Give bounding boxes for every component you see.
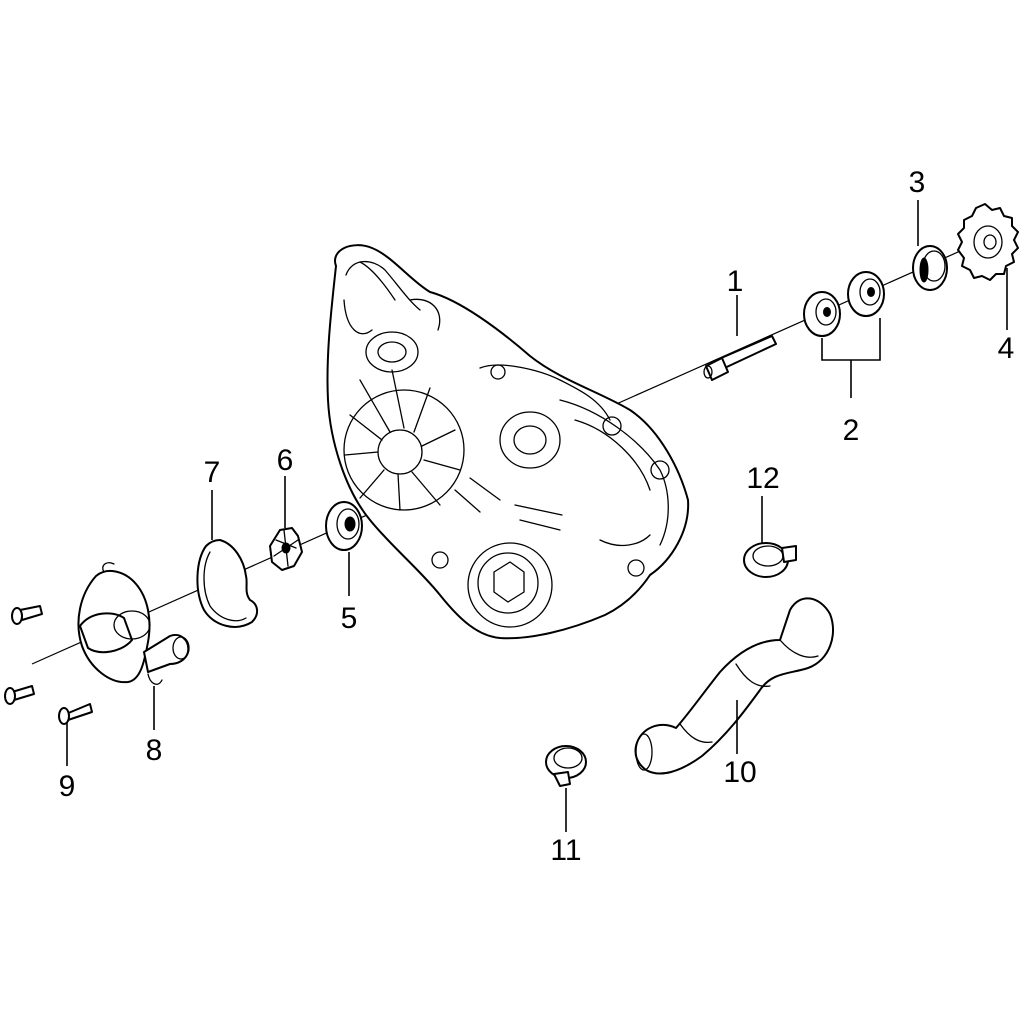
- callout-2: 2: [843, 414, 860, 447]
- callout-12: 12: [746, 462, 779, 495]
- callout-5: 5: [341, 602, 358, 635]
- part-7-gasket: [196, 539, 258, 628]
- part-6-impeller: [269, 527, 303, 571]
- part-2-bearings: [803, 271, 885, 337]
- part-8-water-pump-cover: [77, 562, 190, 685]
- leader-line-2: [821, 318, 881, 398]
- part-10-coolant-hose: [634, 597, 834, 775]
- callout-8: 8: [146, 734, 163, 767]
- callout-7: 7: [204, 456, 221, 489]
- part-12-hose-clamp: [743, 542, 797, 578]
- part-4-drive-gear: [957, 203, 1019, 281]
- part-9-bolts: [4, 605, 93, 725]
- callout-10: 10: [723, 756, 756, 789]
- engine-side-cover: [326, 244, 690, 640]
- callout-1: 1: [727, 265, 744, 298]
- part-3-oil-seal: [912, 245, 948, 291]
- callout-9: 9: [59, 770, 76, 803]
- part-1-pump-shaft: [703, 335, 777, 381]
- callout-11: 11: [550, 834, 581, 867]
- callout-6: 6: [277, 444, 294, 477]
- part-5-mechanical-seal: [325, 501, 363, 551]
- callout-3: 3: [909, 166, 926, 199]
- callout-4: 4: [998, 332, 1015, 365]
- part-11-hose-clamp: [545, 745, 587, 787]
